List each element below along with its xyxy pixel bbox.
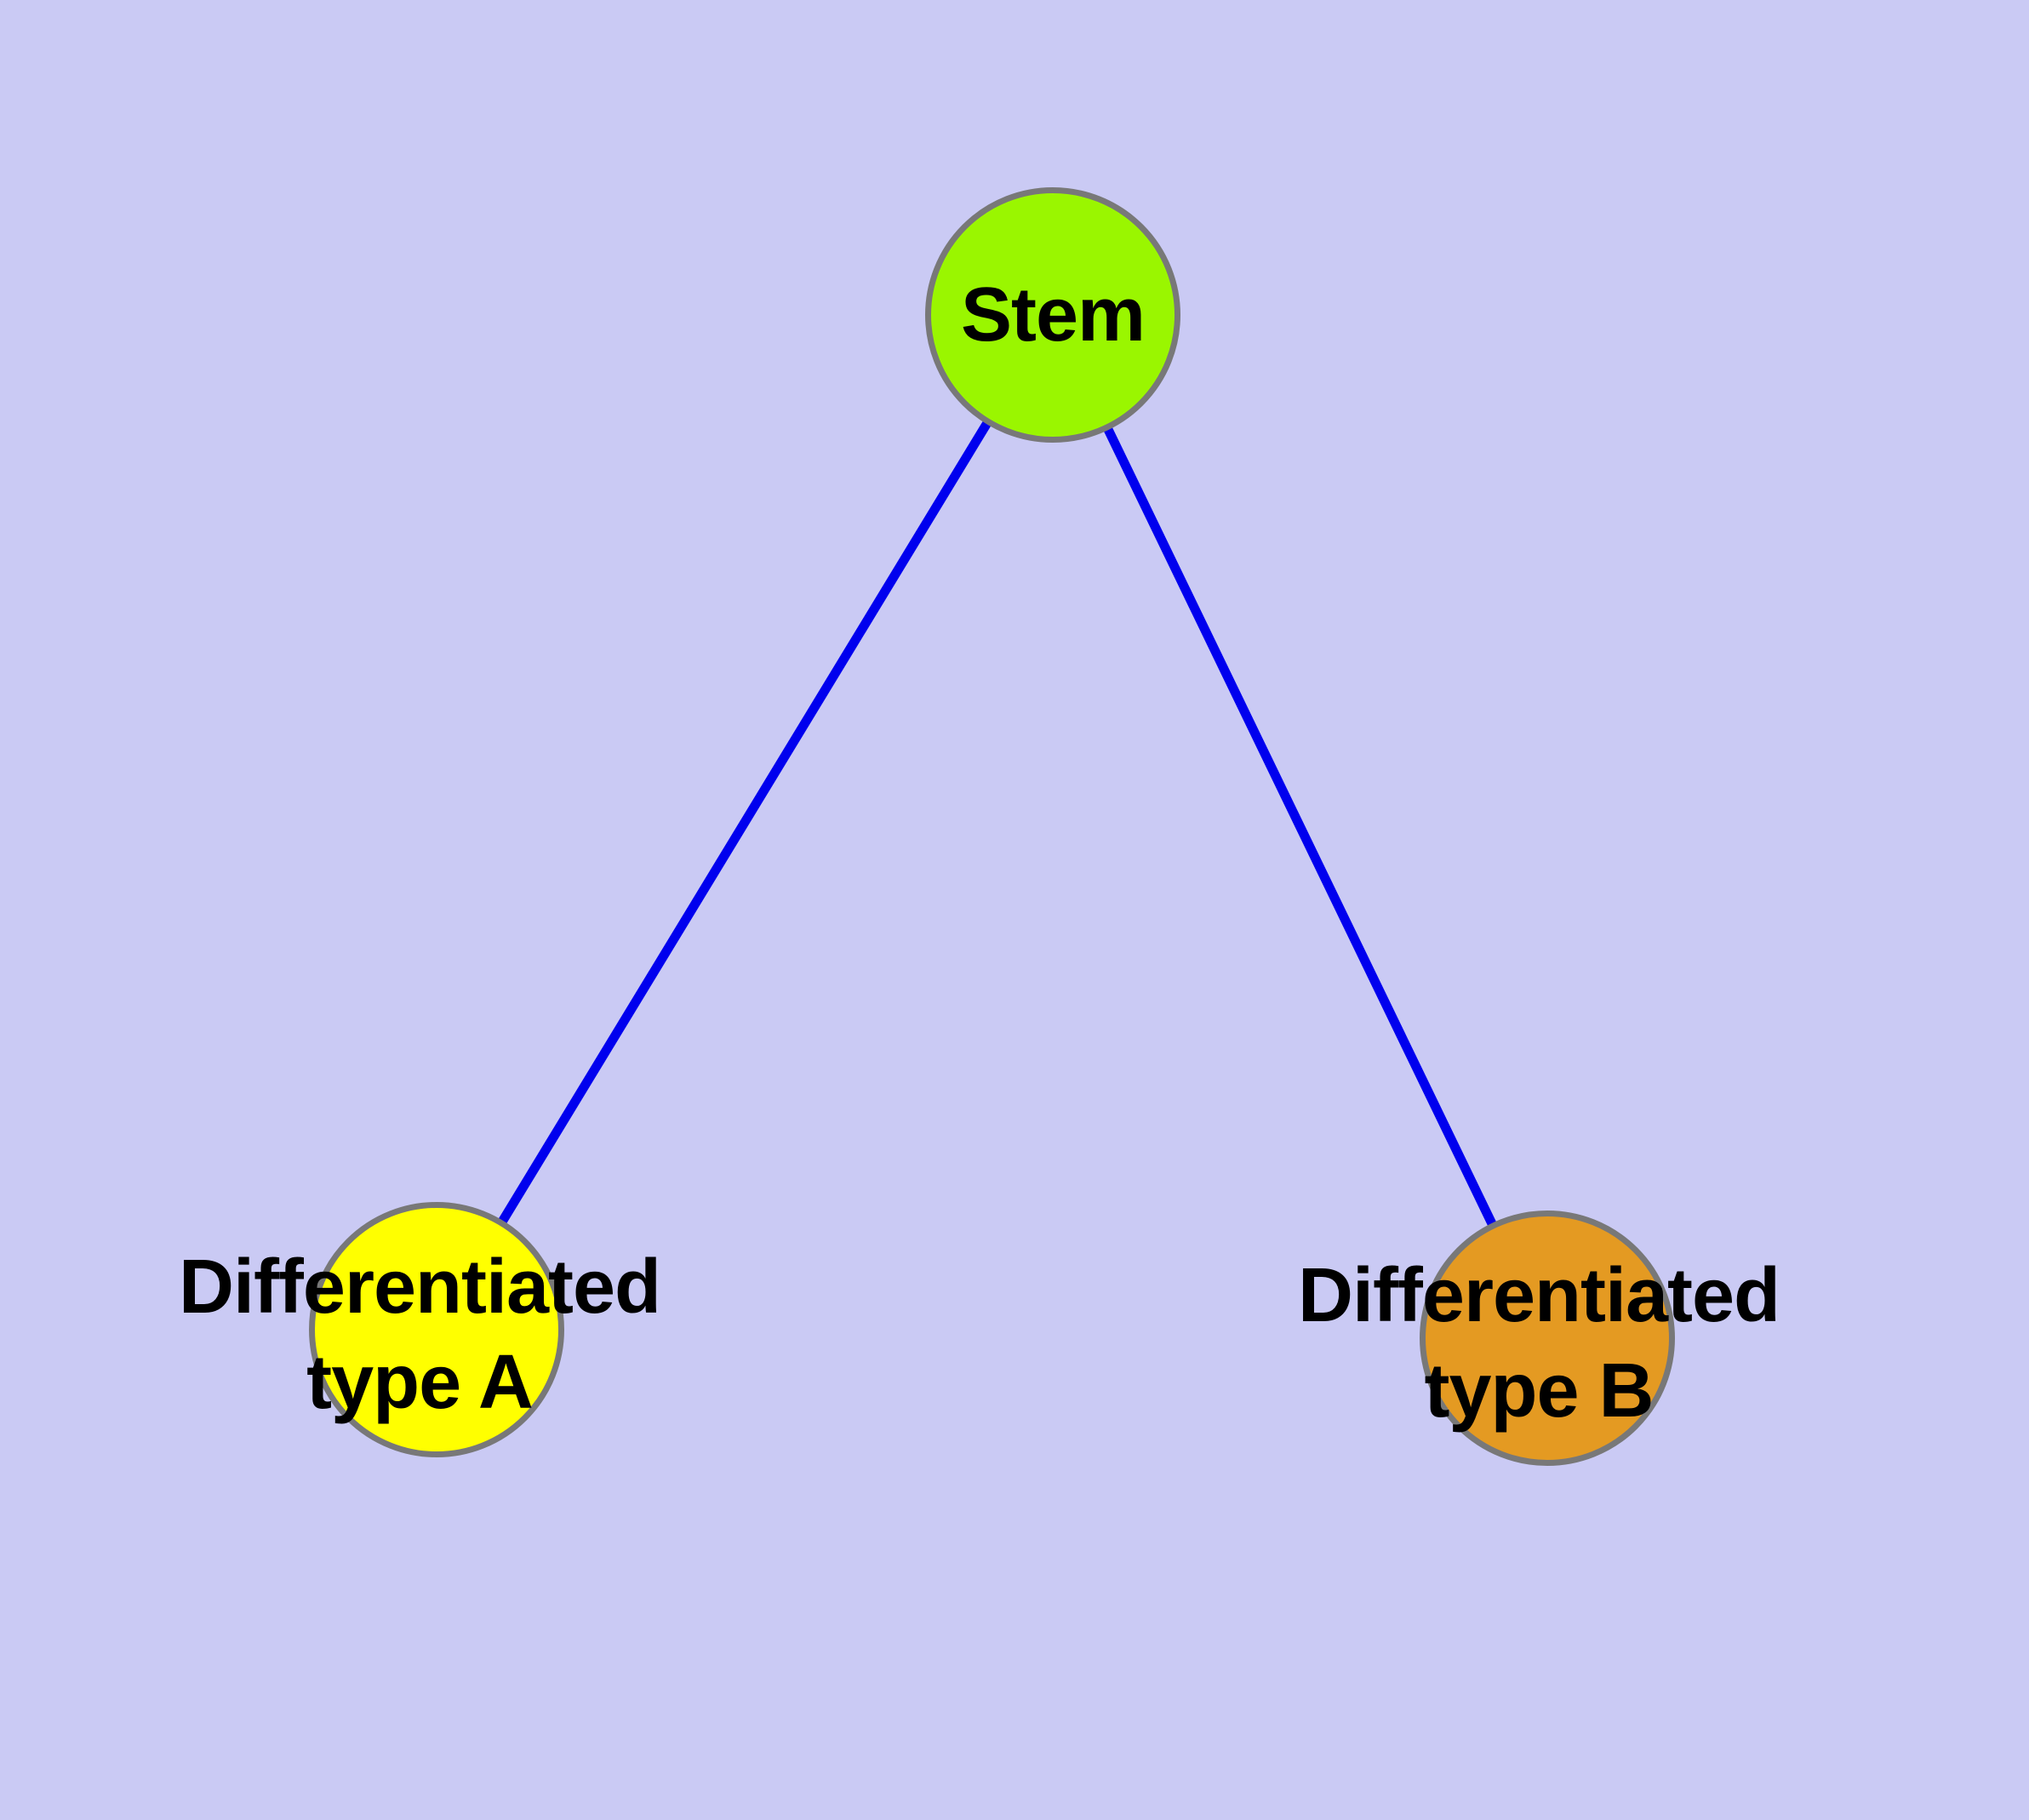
node-stem-circle <box>925 187 1180 443</box>
node-differentiated-type-b-circle <box>1420 1210 1675 1466</box>
edge-stem-to-type-a <box>432 312 1057 1332</box>
node-differentiated-type-a-circle <box>309 1202 564 1457</box>
edge-stem-to-type-b <box>1049 312 1552 1341</box>
